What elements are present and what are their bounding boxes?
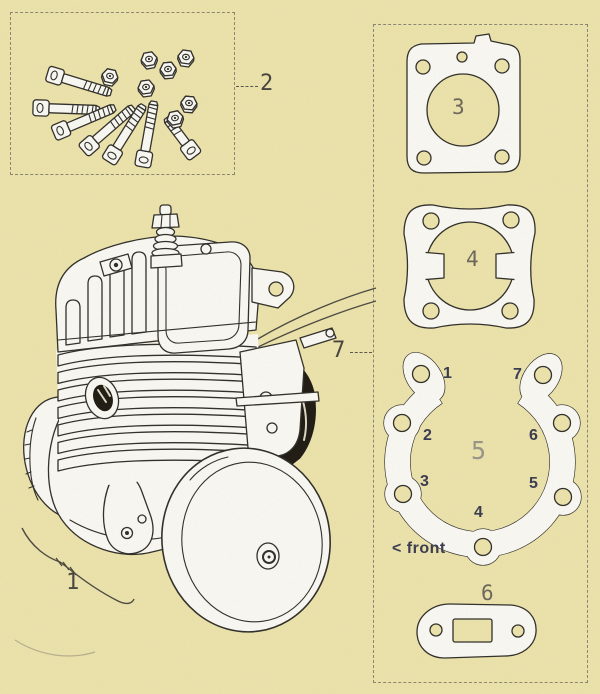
callout-engine: 1 [66,570,80,595]
callout-bolt-set: 2 [260,71,274,96]
head-gasket-illustration [406,33,521,174]
engine-illustration [14,204,377,657]
leader-line [236,86,258,87]
torque-number: 1 [443,365,452,382]
torque-number: 5 [529,475,538,492]
torque-number: 6 [529,427,538,444]
callout-crankcase-gasket: 5 [471,436,487,465]
exhaust-gasket-illustration [416,603,537,659]
hex-nut-icon [176,48,196,69]
hex-nut-icon [158,61,178,80]
hex-nut-icon [136,78,156,99]
callout-head-gasket: 3 [452,95,465,119]
bolt-set-illustration [32,48,203,169]
hex-nut-icon [99,67,120,88]
torque-number: 3 [420,473,429,490]
hex-nut-icon [139,50,160,71]
callout-base-gasket: 4 [466,247,479,271]
torque-number: 7 [513,366,522,383]
torque-number: 4 [474,504,483,521]
hex-nut-icon [179,95,199,114]
front-direction-label: < front [392,540,446,557]
head-mount-lug [251,267,295,309]
torque-number: 2 [423,427,432,444]
